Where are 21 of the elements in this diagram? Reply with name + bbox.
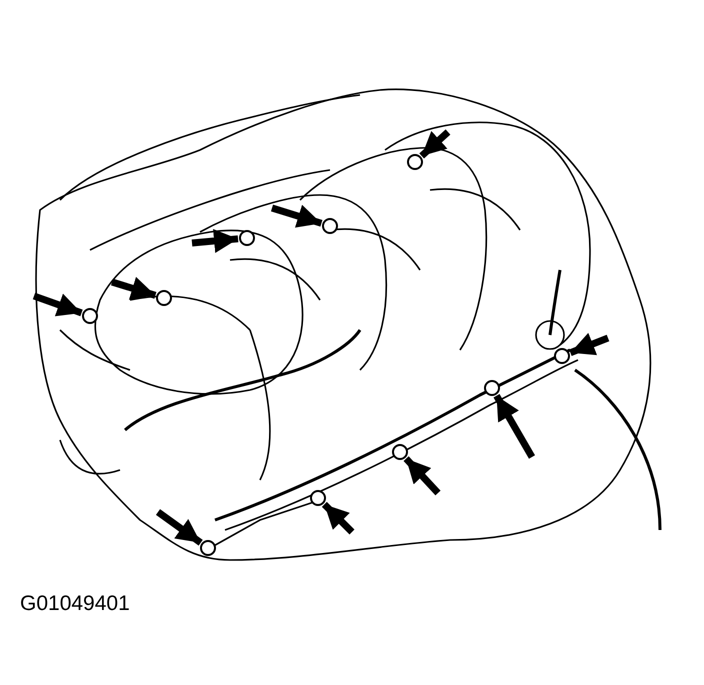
bolt [484, 380, 500, 396]
arrow [322, 502, 354, 534]
bolt [310, 490, 326, 506]
bolt [392, 444, 408, 460]
arrow [270, 204, 322, 228]
bolt [407, 154, 423, 170]
arrow [32, 292, 83, 316]
bolt [554, 348, 570, 364]
arrow [192, 229, 238, 253]
arrow [156, 509, 203, 546]
arrow [493, 394, 536, 459]
arrow [569, 332, 610, 356]
arrow [419, 129, 450, 159]
bolt [156, 290, 172, 306]
bolt [82, 308, 98, 324]
arrow [404, 456, 441, 496]
figure-code: G01049401 [20, 592, 130, 616]
bolt [239, 230, 255, 246]
arrow [110, 276, 156, 300]
bolt [200, 540, 216, 556]
bolt [322, 218, 338, 234]
